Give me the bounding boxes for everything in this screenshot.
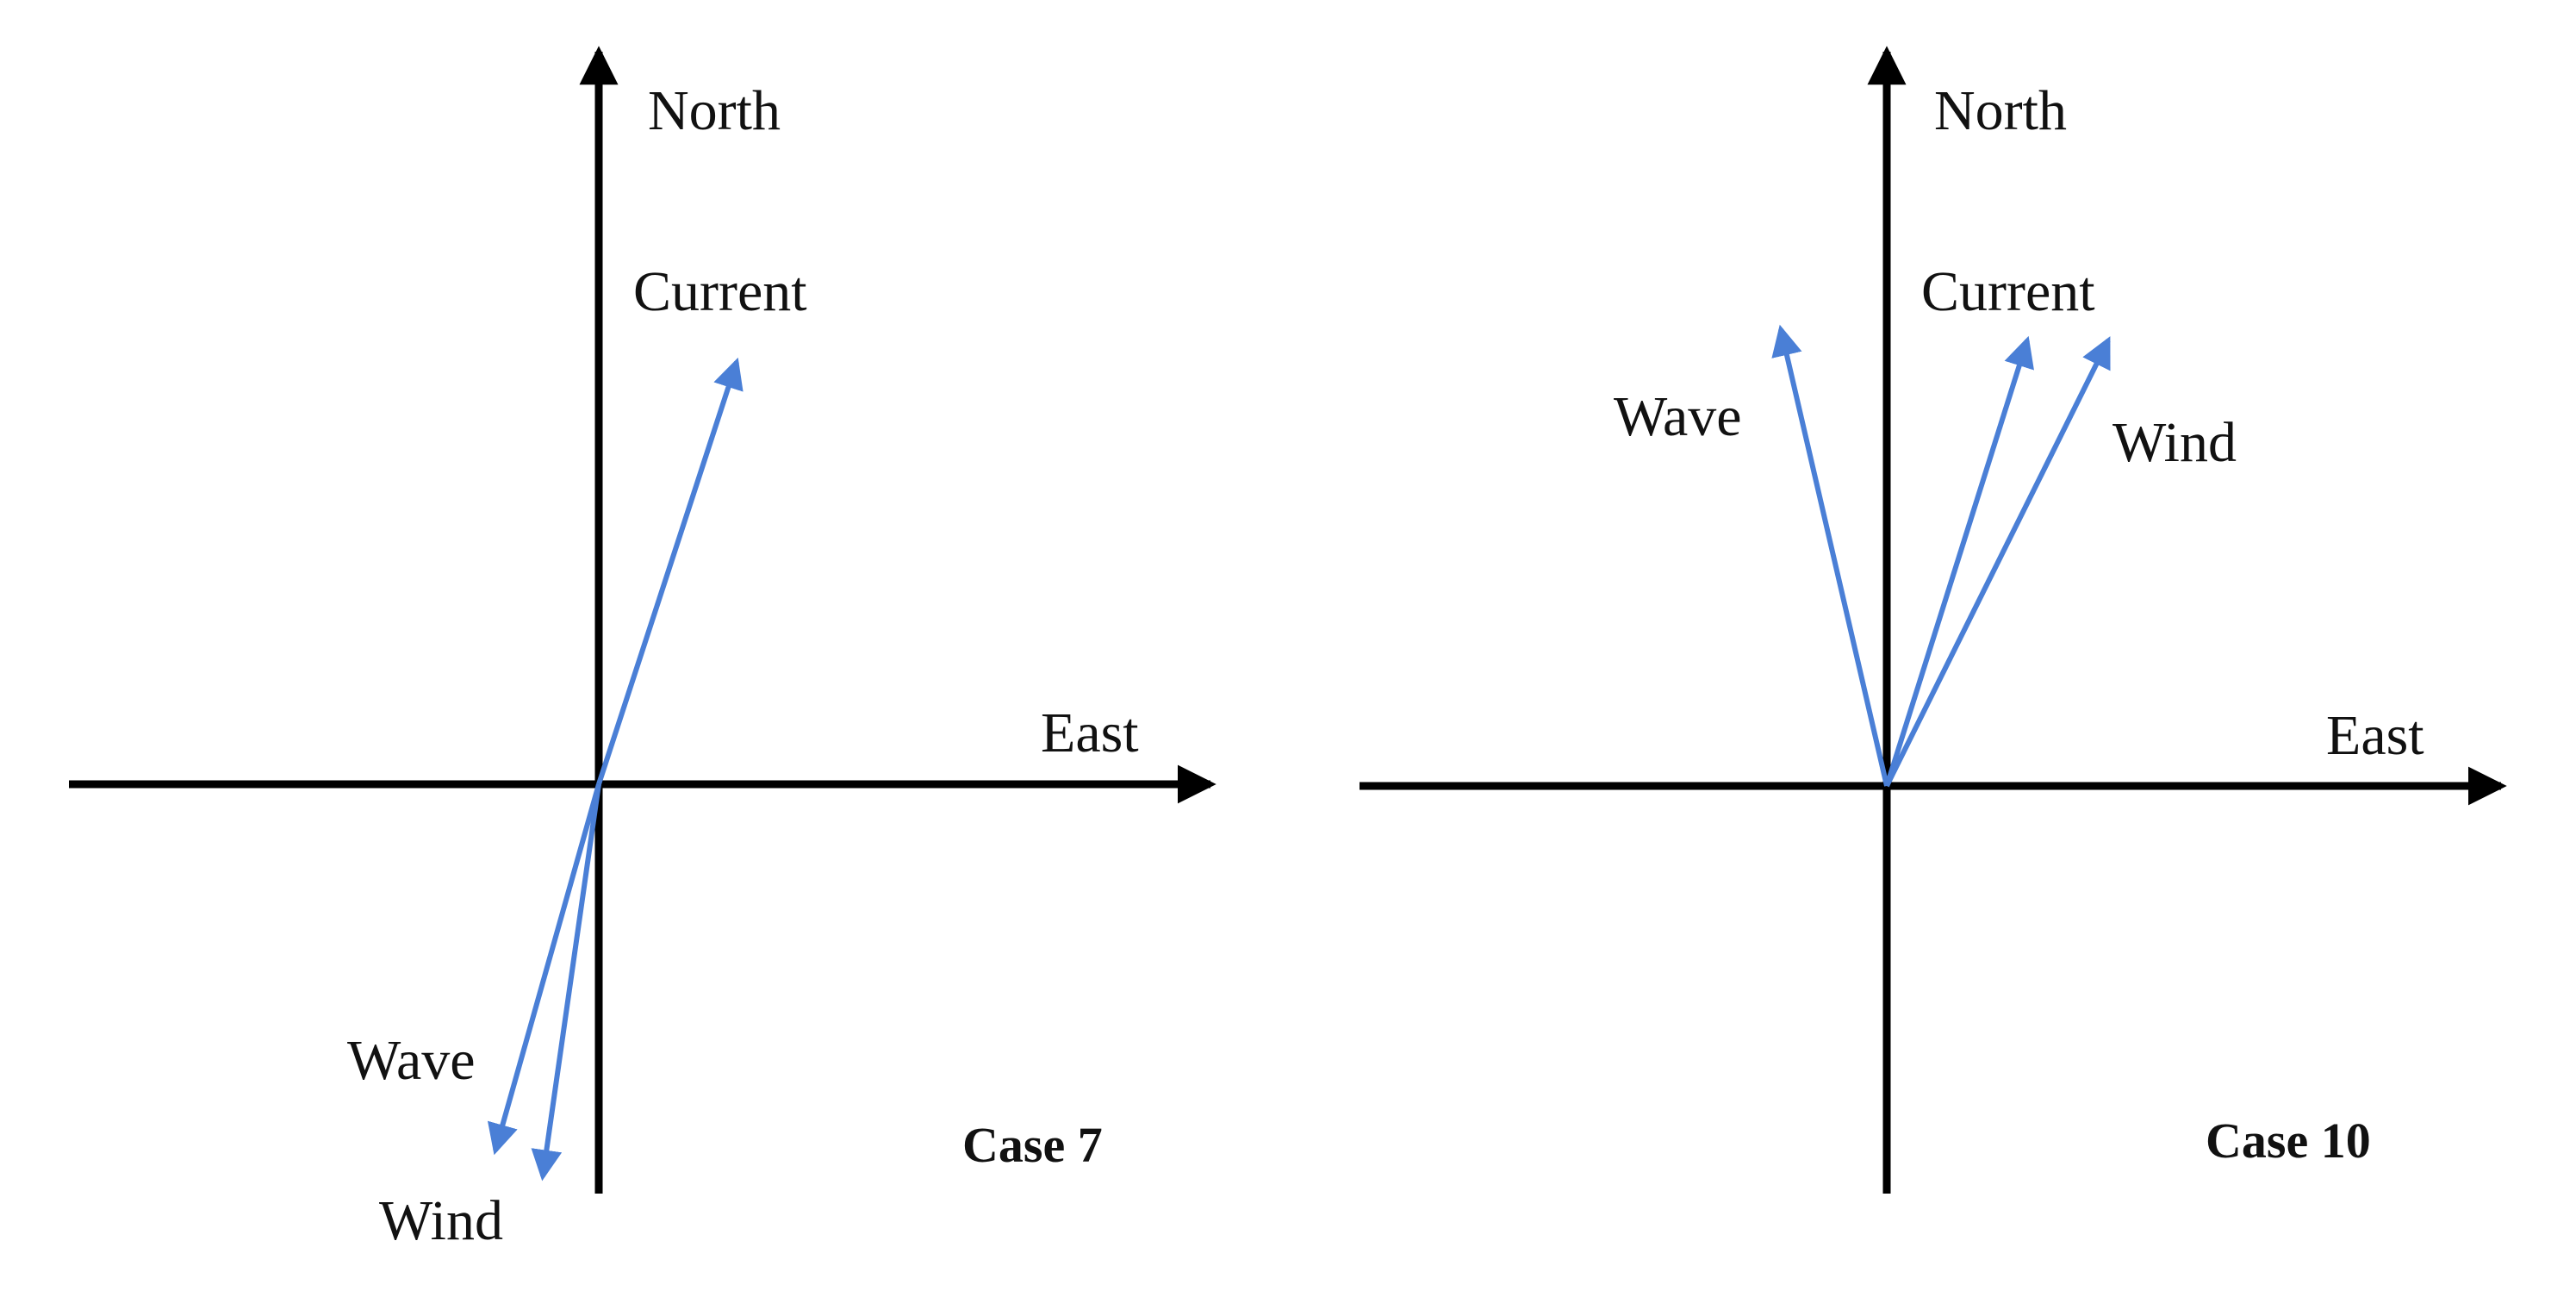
case-label: Case 10 [2206,1113,2371,1169]
east-label: East [1041,702,1139,764]
east-label: East [2326,704,2424,767]
wave-label: Wave [347,1029,476,1092]
wind-label: Wind [2112,411,2237,474]
current-vector-arrow [1884,335,2034,787]
wave-label: Wave [1614,385,1742,448]
current-vector-arrow [596,357,744,785]
case-label: Case 7 [962,1117,1103,1173]
current-label: Current [1921,260,2095,323]
panel-case-7: North East Current Wave Wind Case 7 [69,46,1216,1252]
wind-vector-arrow [531,783,601,1182]
wave-vector-arrow [1771,324,1889,787]
wind-label: Wind [379,1189,503,1252]
current-label: Current [633,260,807,323]
wind-vector-arrow [1884,336,2111,788]
wave-vector-arrow [487,783,601,1156]
north-label: North [648,79,781,142]
north-label: North [1934,79,2067,142]
panel-case-10: North East Current Wave Wind Case 10 [1360,46,2507,1194]
